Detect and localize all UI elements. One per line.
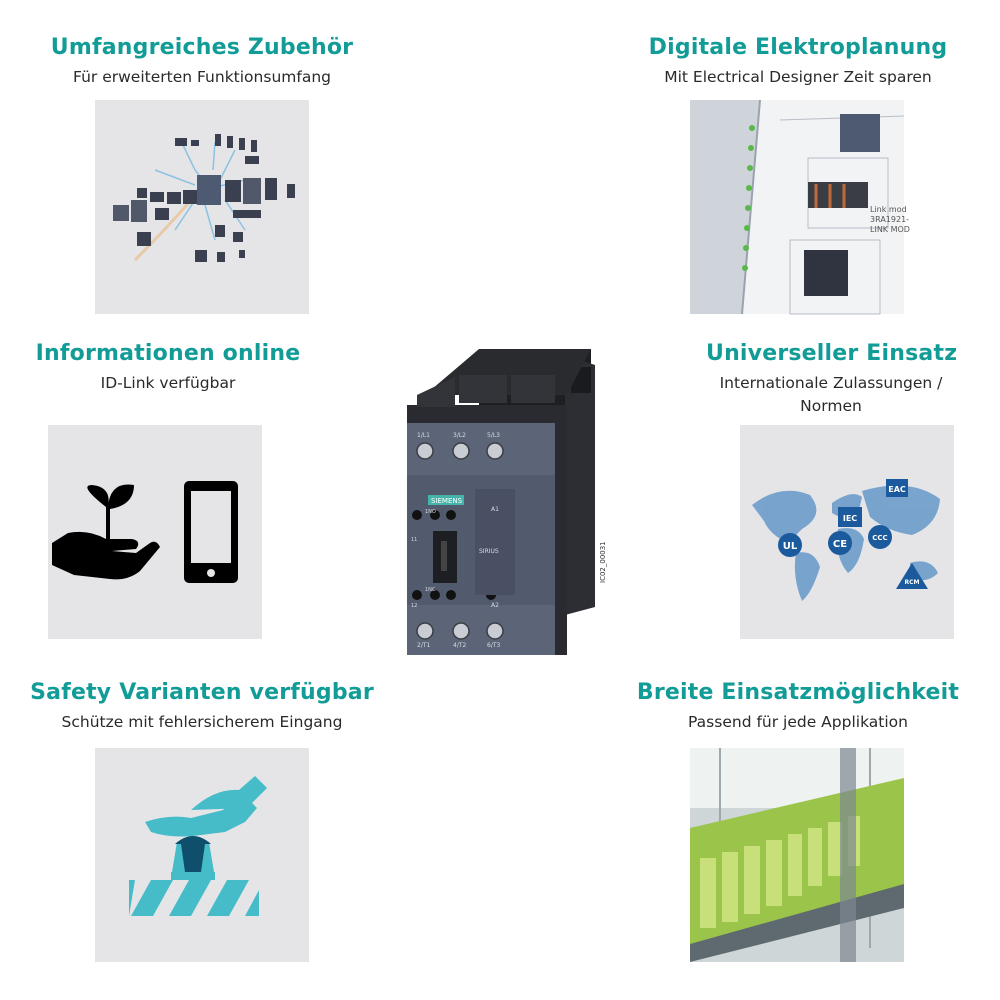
brand-label: SIEMENS — [431, 497, 463, 505]
series-label: SIRIUS — [479, 548, 499, 555]
feature-universal: Universeller Einsatz Internationale Zula… — [706, 341, 958, 418]
feature-accessories: Umfangreiches Zubehör Für erweiterten Fu… — [0, 35, 404, 89]
image-code: IC02_00031 — [599, 541, 607, 583]
cert-label: CE — [833, 539, 847, 550]
feature-subtitle: Mit Electrical Designer Zeit sparen — [664, 68, 932, 86]
eac-icon: EAC — [886, 479, 908, 497]
feature-title: Breite Einsatzmöglichkeit — [636, 680, 960, 705]
universal-use-image: UL CE IEC EAC CCC RCM — [740, 425, 954, 639]
feature-title: Digitale Elektroplanung — [648, 35, 948, 60]
terminal-label: 4/T2 — [453, 642, 467, 649]
coil-label: 1NO — [425, 509, 436, 515]
ccc-icon: CCC — [868, 525, 892, 549]
feature-info: Informationen online ID-Link verfügbar — [0, 341, 336, 395]
info-online-image — [48, 425, 262, 639]
feature-title: Safety Varianten verfügbar — [30, 680, 374, 705]
feature-wide: Breite Einsatzmöglichkeit Passend für je… — [596, 680, 1000, 734]
feature-title: Informationen online — [35, 341, 301, 366]
feature-subtitle: Passend für jede Applikation — [688, 713, 908, 731]
terminal-label: 6/T3 — [487, 642, 501, 649]
emergency-stop-icon — [175, 836, 211, 872]
cert-label: UL — [783, 541, 798, 552]
cert-label: CCC — [872, 534, 887, 542]
rcm-icon: RCM — [896, 563, 928, 589]
bottling-line-image — [690, 748, 904, 962]
safety-image — [95, 748, 309, 962]
hand-plant-icon — [52, 484, 160, 580]
feature-subtitle: ID-Link verfügbar — [100, 374, 236, 392]
link-text: LINK MOD — [870, 225, 910, 234]
contactor-product-image: SIEMENS SIRIUS 1/L1 3/L2 5/L3 2/T1 4/T2 … — [395, 345, 610, 660]
feature-title: Umfangreiches Zubehör — [50, 35, 354, 60]
accessories-image — [95, 100, 309, 314]
terminal-label: 1/L1 — [417, 432, 430, 439]
feature-subtitle: Internationale Zulassungen / Normen — [719, 374, 943, 415]
smartphone-icon — [184, 481, 238, 583]
digital-planning-image: Link mod 3RA1921- LINK MOD — [690, 99, 910, 315]
aux-label: A2 — [491, 602, 499, 609]
ce-icon: CE — [828, 531, 852, 555]
terminal-label: 2/T1 — [417, 642, 431, 649]
ul-icon: UL — [778, 533, 802, 557]
feature-digital: Digitale Elektroplanung Mit Electrical D… — [596, 35, 1000, 89]
feature-subtitle: Für erweiterten Funktionsumfang — [73, 68, 331, 86]
cert-label: IEC — [843, 514, 857, 523]
terminal-label: 3/L2 — [453, 432, 466, 439]
link-text: Link mod — [870, 205, 907, 214]
feature-subtitle: Schütze mit fehlersicherem Eingang — [61, 713, 343, 731]
aux-label: A1 — [491, 506, 499, 513]
coil-label: 1NC — [425, 587, 436, 593]
feature-safety: Safety Varianten verfügbar Schütze mit f… — [0, 680, 404, 734]
terminal-label: 5/L3 — [487, 432, 500, 439]
link-text: 3RA1921- — [870, 215, 909, 224]
aux-label: 11 — [411, 537, 417, 543]
iec-icon: IEC — [838, 507, 862, 527]
aux-label: 12 — [411, 603, 417, 609]
cert-label: EAC — [888, 485, 906, 494]
cert-label: RCM — [905, 579, 920, 586]
feature-title: Universeller Einsatz — [706, 341, 958, 366]
